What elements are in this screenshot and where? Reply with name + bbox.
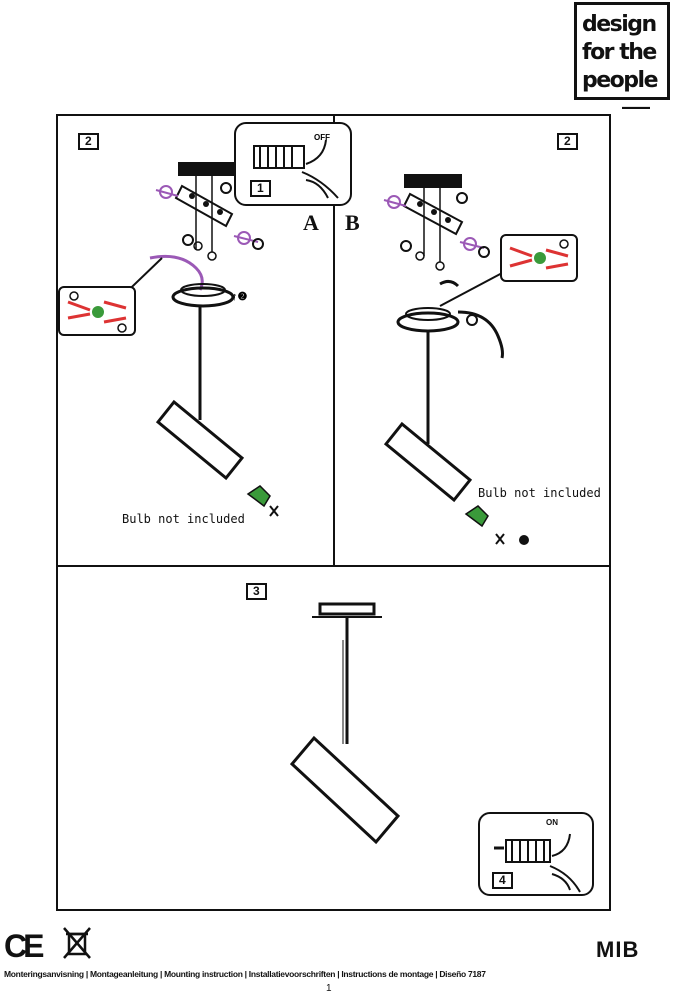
bulb-note-right: Bulb not included [478,486,601,500]
inset-on-label: ON [546,818,558,827]
bulb-note-left: Bulb not included [122,512,245,526]
svg-text:OFF: OFF [314,133,330,142]
wiring-inset-right [500,234,578,282]
variant-letter-a: A [303,210,319,235]
step-label-top-left: 2 [78,133,99,150]
inset-power-on: ON 4 [478,812,594,896]
inset-power-off: OFF 1 [234,122,352,206]
panel-bottom [56,565,611,911]
step-label-bottom: 3 [246,583,267,600]
step-label-top-right: 2 [557,133,578,150]
brand-logo: design for the people [574,2,670,100]
svg-text:↑❷: ↑❷ [232,291,248,303]
logo-subtext: ▬▬▬▬ [622,104,650,111]
logo-line-1: design [582,12,657,37]
weee-bin-icon [63,927,91,959]
wire-connector-icon [67,291,127,333]
variant-letter-b: B [345,210,360,235]
ce-mark-text: CE [4,928,45,964]
model-name: MIB [596,937,640,962]
inset-step-label: 1 [250,180,271,197]
logo-line-3: people [582,68,659,93]
ce-mark: CE [4,928,45,965]
wiring-inset-left [58,286,136,336]
page-number: 1 [326,983,332,994]
logo-line-2: for the [582,40,657,65]
breaker-hand-on-icon [494,833,581,893]
wire-connector-icon-right [509,239,569,270]
breaker-hand-icon: OFF [253,133,339,199]
footer-languages: Monteringsanvisning | Montageanleitung |… [4,969,486,979]
inset-step-label-4: 4 [492,872,513,889]
